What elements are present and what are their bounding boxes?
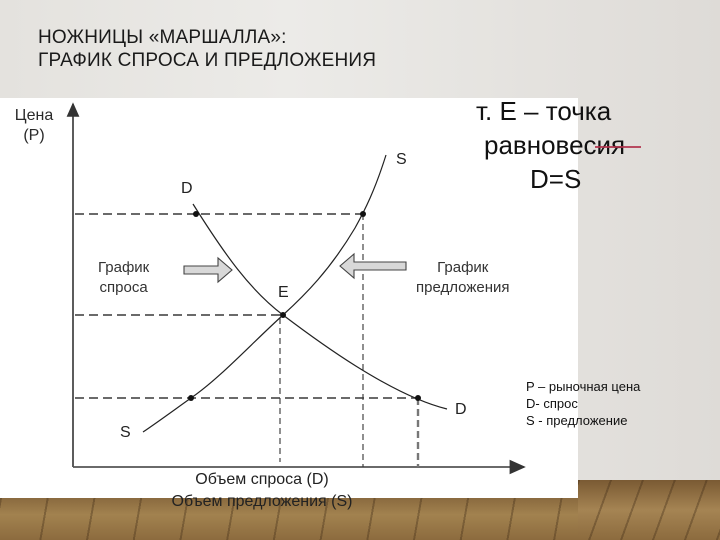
title-line-2: ГРАФИК СПРОСА И ПРЕДЛОЖЕНИЯ xyxy=(38,50,377,71)
wood-floor-decoration-right xyxy=(578,480,720,540)
supply-label-top: S xyxy=(396,151,407,168)
x-axis-label-line-2: Объем предложения (S) xyxy=(171,493,353,510)
y-axis-label-line-1: Цена xyxy=(14,107,54,124)
x-axis-label-line-1: Объем спроса (D) xyxy=(195,471,329,488)
legend-item: S - предложение xyxy=(526,413,628,428)
title-line-1: НОЖНИЦЫ «МАРШАЛЛА»: xyxy=(38,27,287,48)
equilibrium-label: E xyxy=(278,284,289,301)
supply-annotation-line-1: График xyxy=(437,259,489,276)
demand-label-bottom: D xyxy=(455,401,467,418)
equilibrium-note-line-1: т. Е – точка xyxy=(476,96,612,126)
supply-annotation-line-2: предложения xyxy=(416,279,510,296)
dashed-guides xyxy=(75,213,418,399)
y-axis-label: Цена (P) xyxy=(10,106,58,146)
legend-item: P – рыночная цена xyxy=(526,379,641,394)
supply-curve xyxy=(142,154,387,433)
supply-arrow-icon xyxy=(339,252,407,280)
demand-annotation-line-2: спроса xyxy=(99,279,148,296)
demand-annotation-line-1: График xyxy=(98,259,150,276)
demand-label-top: D xyxy=(181,180,193,197)
equilibrium-note: т. Е – точка равновесия D=S xyxy=(466,94,666,196)
dashed-verticals xyxy=(279,214,364,467)
y-axis-label-line-2: (P) xyxy=(23,127,45,144)
diagram-panel xyxy=(0,98,578,498)
supply-annotation: График предложения xyxy=(416,258,510,298)
demand-curve xyxy=(192,203,448,410)
strikethrough-mark xyxy=(595,146,641,148)
equilibrium-note-line-3: D=S xyxy=(530,164,582,194)
equilibrium-note-line-2-text: равновесия xyxy=(484,130,626,160)
demand-annotation: График спроса xyxy=(98,258,149,298)
x-axis-label: Объем спроса (D) Объем предложения (S) xyxy=(132,469,392,513)
equilibrium-note-line-2: равновесия xyxy=(484,128,666,162)
legend: P – рыночная цена D- спрос S - предложен… xyxy=(526,378,640,429)
slide-title: НОЖНИЦЫ «МАРШАЛЛА»: ГРАФИК СПРОСА И ПРЕД… xyxy=(38,26,376,72)
demand-arrow-icon xyxy=(183,256,233,284)
supply-label-bottom: S xyxy=(120,424,131,441)
curve-points xyxy=(188,211,421,401)
legend-item: D- спрос xyxy=(526,396,578,411)
